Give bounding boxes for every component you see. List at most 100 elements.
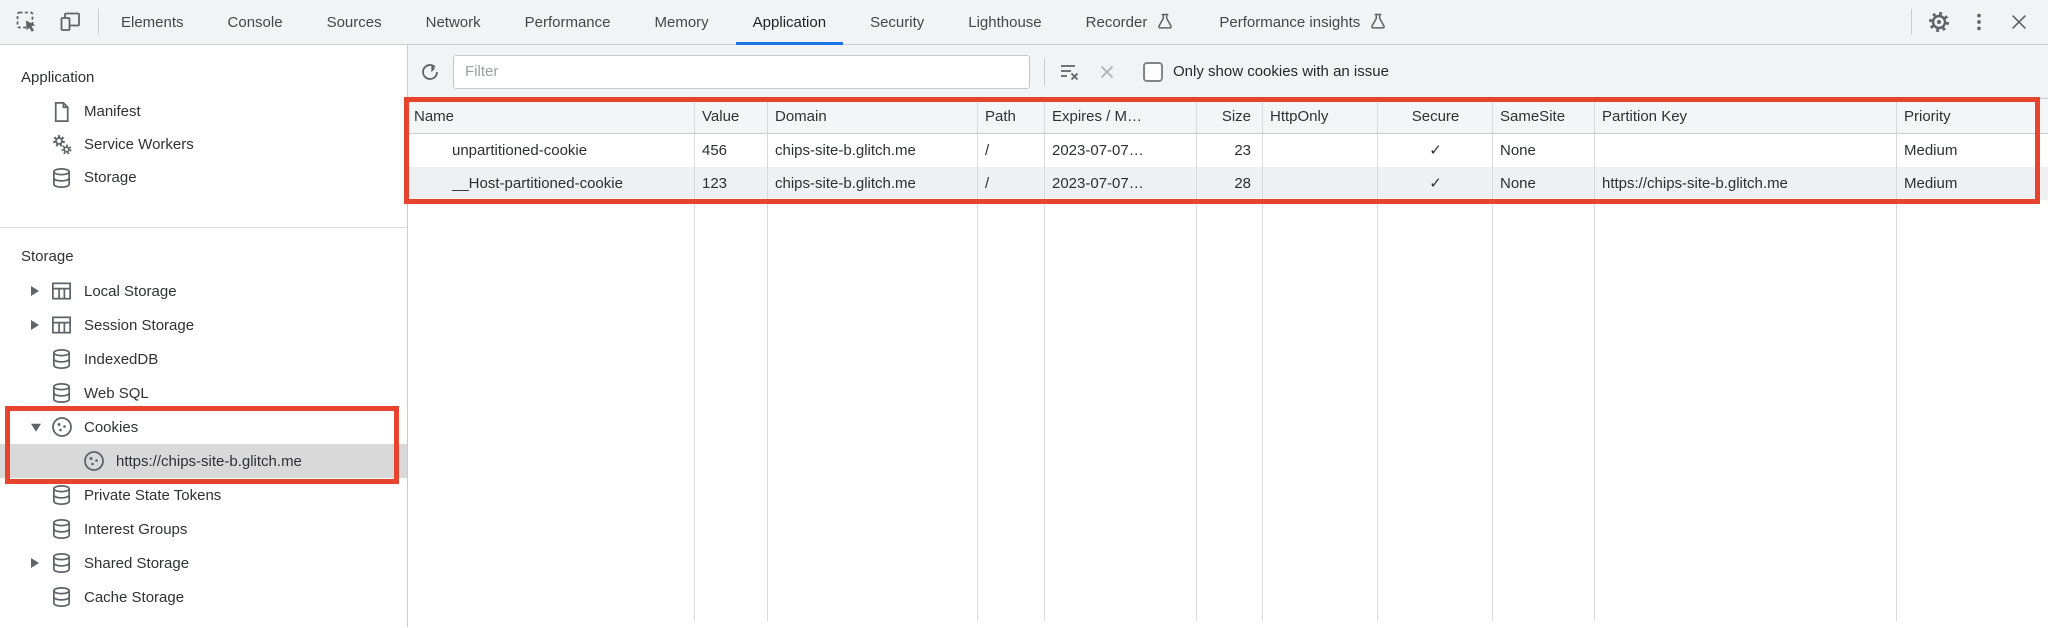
cookies-toolbar: Only show cookies with an issue — [408, 45, 2048, 99]
table-icon — [50, 314, 73, 337]
expand-arrow-icon[interactable] — [31, 558, 39, 568]
sidebar-item-service-workers[interactable]: Service Workers — [0, 128, 407, 161]
tab-security[interactable]: Security — [870, 13, 925, 31]
cell-path: / — [985, 175, 990, 192]
experiment-flask-icon — [1155, 12, 1175, 32]
column-header-httponly[interactable]: HttpOnly — [1270, 108, 1329, 125]
sidebar-item-indexeddb[interactable]: IndexedDB — [0, 342, 407, 376]
table-row[interactable]: __Host-partitioned-cookie 123 chips-site… — [408, 167, 2048, 200]
sidebar-item-cookie-origin[interactable]: https://chips-site-b.glitch.me — [0, 444, 407, 478]
column-divider[interactable] — [1896, 99, 1897, 621]
column-divider[interactable] — [1262, 99, 1263, 621]
tab-performance[interactable]: Performance — [524, 13, 611, 31]
column-header-path[interactable]: Path — [985, 108, 1016, 125]
column-header-domain[interactable]: Domain — [775, 108, 827, 125]
tab-console[interactable]: Console — [227, 13, 283, 31]
tab-application[interactable]: Application — [731, 0, 848, 45]
more-menu-icon[interactable] — [1966, 9, 1992, 35]
sidebar-item-manifest[interactable]: Manifest — [0, 95, 407, 128]
tab-sources[interactable]: Sources — [326, 13, 382, 31]
tab-lighthouse[interactable]: Lighthouse — [968, 13, 1042, 31]
database-icon — [50, 518, 73, 541]
sidebar-item-private-state-tokens[interactable]: Private State Tokens — [0, 478, 407, 512]
tabbar-right-divider — [1911, 9, 1912, 35]
delete-selected-icon[interactable] — [1093, 58, 1121, 86]
sidebar-item-web-sql[interactable]: Web SQL — [0, 376, 407, 410]
cell-name: __Host-partitioned-cookie — [452, 175, 623, 192]
cell-expires: 2023-07-07… — [1052, 175, 1144, 192]
cell-priority: Medium — [1904, 142, 1958, 159]
cookies-view: Only show cookies with an issue Name Val… — [408, 45, 2048, 627]
application-panel: Application Manifest Service Workers — [0, 45, 2048, 627]
collapse-arrow-icon[interactable] — [31, 423, 41, 432]
clear-filter-icon[interactable] — [1055, 58, 1083, 86]
sidebar-item-storage[interactable]: Storage — [0, 161, 407, 194]
refresh-icon[interactable] — [415, 57, 445, 87]
database-icon — [50, 382, 73, 405]
cell-httponly — [1263, 167, 1378, 200]
filter-input[interactable] — [453, 54, 1030, 89]
sidebar-section-storage: Storage Local Storage Session Storage — [0, 228, 407, 614]
column-divider[interactable] — [977, 99, 978, 621]
database-icon — [50, 586, 73, 609]
inspect-icon[interactable] — [14, 9, 40, 35]
cell-path: / — [985, 142, 990, 159]
column-header-priority[interactable]: Priority — [1904, 108, 1951, 125]
cell-domain: chips-site-b.glitch.me — [775, 175, 916, 192]
cookie-icon — [82, 449, 106, 473]
sidebar-item-cookies[interactable]: Cookies — [0, 410, 407, 444]
column-divider[interactable] — [1377, 99, 1378, 621]
cell-priority: Medium — [1904, 175, 1958, 192]
column-header-size[interactable]: Size — [1221, 108, 1251, 125]
sidebar-item-cache-storage[interactable]: Cache Storage — [0, 580, 407, 614]
column-divider[interactable] — [1044, 99, 1045, 621]
sidebar-item-interest-groups[interactable]: Interest Groups — [0, 512, 407, 546]
cell-samesite: None — [1500, 142, 1536, 159]
tab-performance-insights[interactable]: Performance insights — [1197, 0, 1410, 45]
column-header-expires[interactable]: Expires / M… — [1052, 108, 1143, 125]
column-header-value[interactable]: Value — [702, 108, 740, 125]
column-divider[interactable] — [767, 99, 768, 621]
table-row[interactable]: unpartitioned-cookie 456 chips-site-b.gl… — [408, 134, 2048, 167]
section-title-application: Application — [21, 69, 95, 86]
tab-network[interactable]: Network — [425, 13, 481, 31]
database-icon — [50, 166, 73, 189]
column-header-secure[interactable]: Secure — [1411, 108, 1460, 125]
database-icon — [50, 348, 73, 371]
cell-secure: ✓ — [1429, 175, 1442, 192]
cell-size: 23 — [1234, 142, 1251, 159]
cell-value: 123 — [702, 175, 728, 192]
cell-httponly — [1263, 134, 1378, 167]
cell-size: 28 — [1234, 175, 1251, 192]
only-issue-checkbox[interactable] — [1143, 61, 1163, 82]
settings-gear-icon[interactable] — [1926, 9, 1952, 35]
experiment-flask-icon — [1368, 12, 1388, 32]
column-header-name[interactable]: Name — [414, 108, 455, 125]
database-icon — [50, 484, 73, 507]
tab-memory[interactable]: Memory — [654, 13, 709, 31]
column-divider[interactable] — [1594, 99, 1595, 621]
only-issue-label[interactable]: Only show cookies with an issue — [1173, 63, 1389, 80]
tabbar-right-controls — [1911, 9, 2048, 35]
tab-recorder[interactable]: Recorder — [1064, 0, 1198, 45]
cell-partition-key — [1595, 134, 1897, 167]
toolbar-divider — [1044, 57, 1045, 86]
column-divider[interactable] — [1492, 99, 1493, 621]
column-header-samesite[interactable]: SameSite — [1500, 108, 1566, 125]
application-sidebar: Application Manifest Service Workers — [0, 45, 408, 627]
tab-elements[interactable]: Elements — [121, 13, 184, 31]
close-icon[interactable] — [2006, 9, 2032, 35]
column-header-partition-key[interactable]: Partition Key — [1602, 108, 1688, 125]
device-toolbar-icon[interactable] — [58, 9, 84, 35]
column-divider[interactable] — [1196, 99, 1197, 621]
sidebar-section-application: Application Manifest Service Workers — [0, 45, 407, 228]
expand-arrow-icon[interactable] — [31, 286, 39, 296]
sidebar-item-session-storage[interactable]: Session Storage — [0, 308, 407, 342]
cell-name: unpartitioned-cookie — [452, 142, 588, 159]
expand-arrow-icon[interactable] — [31, 320, 39, 330]
document-icon — [50, 100, 73, 123]
sidebar-item-shared-storage[interactable]: Shared Storage — [0, 546, 407, 580]
devtools-tabbar: Elements Console Sources Network Perform… — [0, 0, 2048, 45]
column-divider[interactable] — [694, 99, 695, 621]
sidebar-item-local-storage[interactable]: Local Storage — [0, 274, 407, 308]
